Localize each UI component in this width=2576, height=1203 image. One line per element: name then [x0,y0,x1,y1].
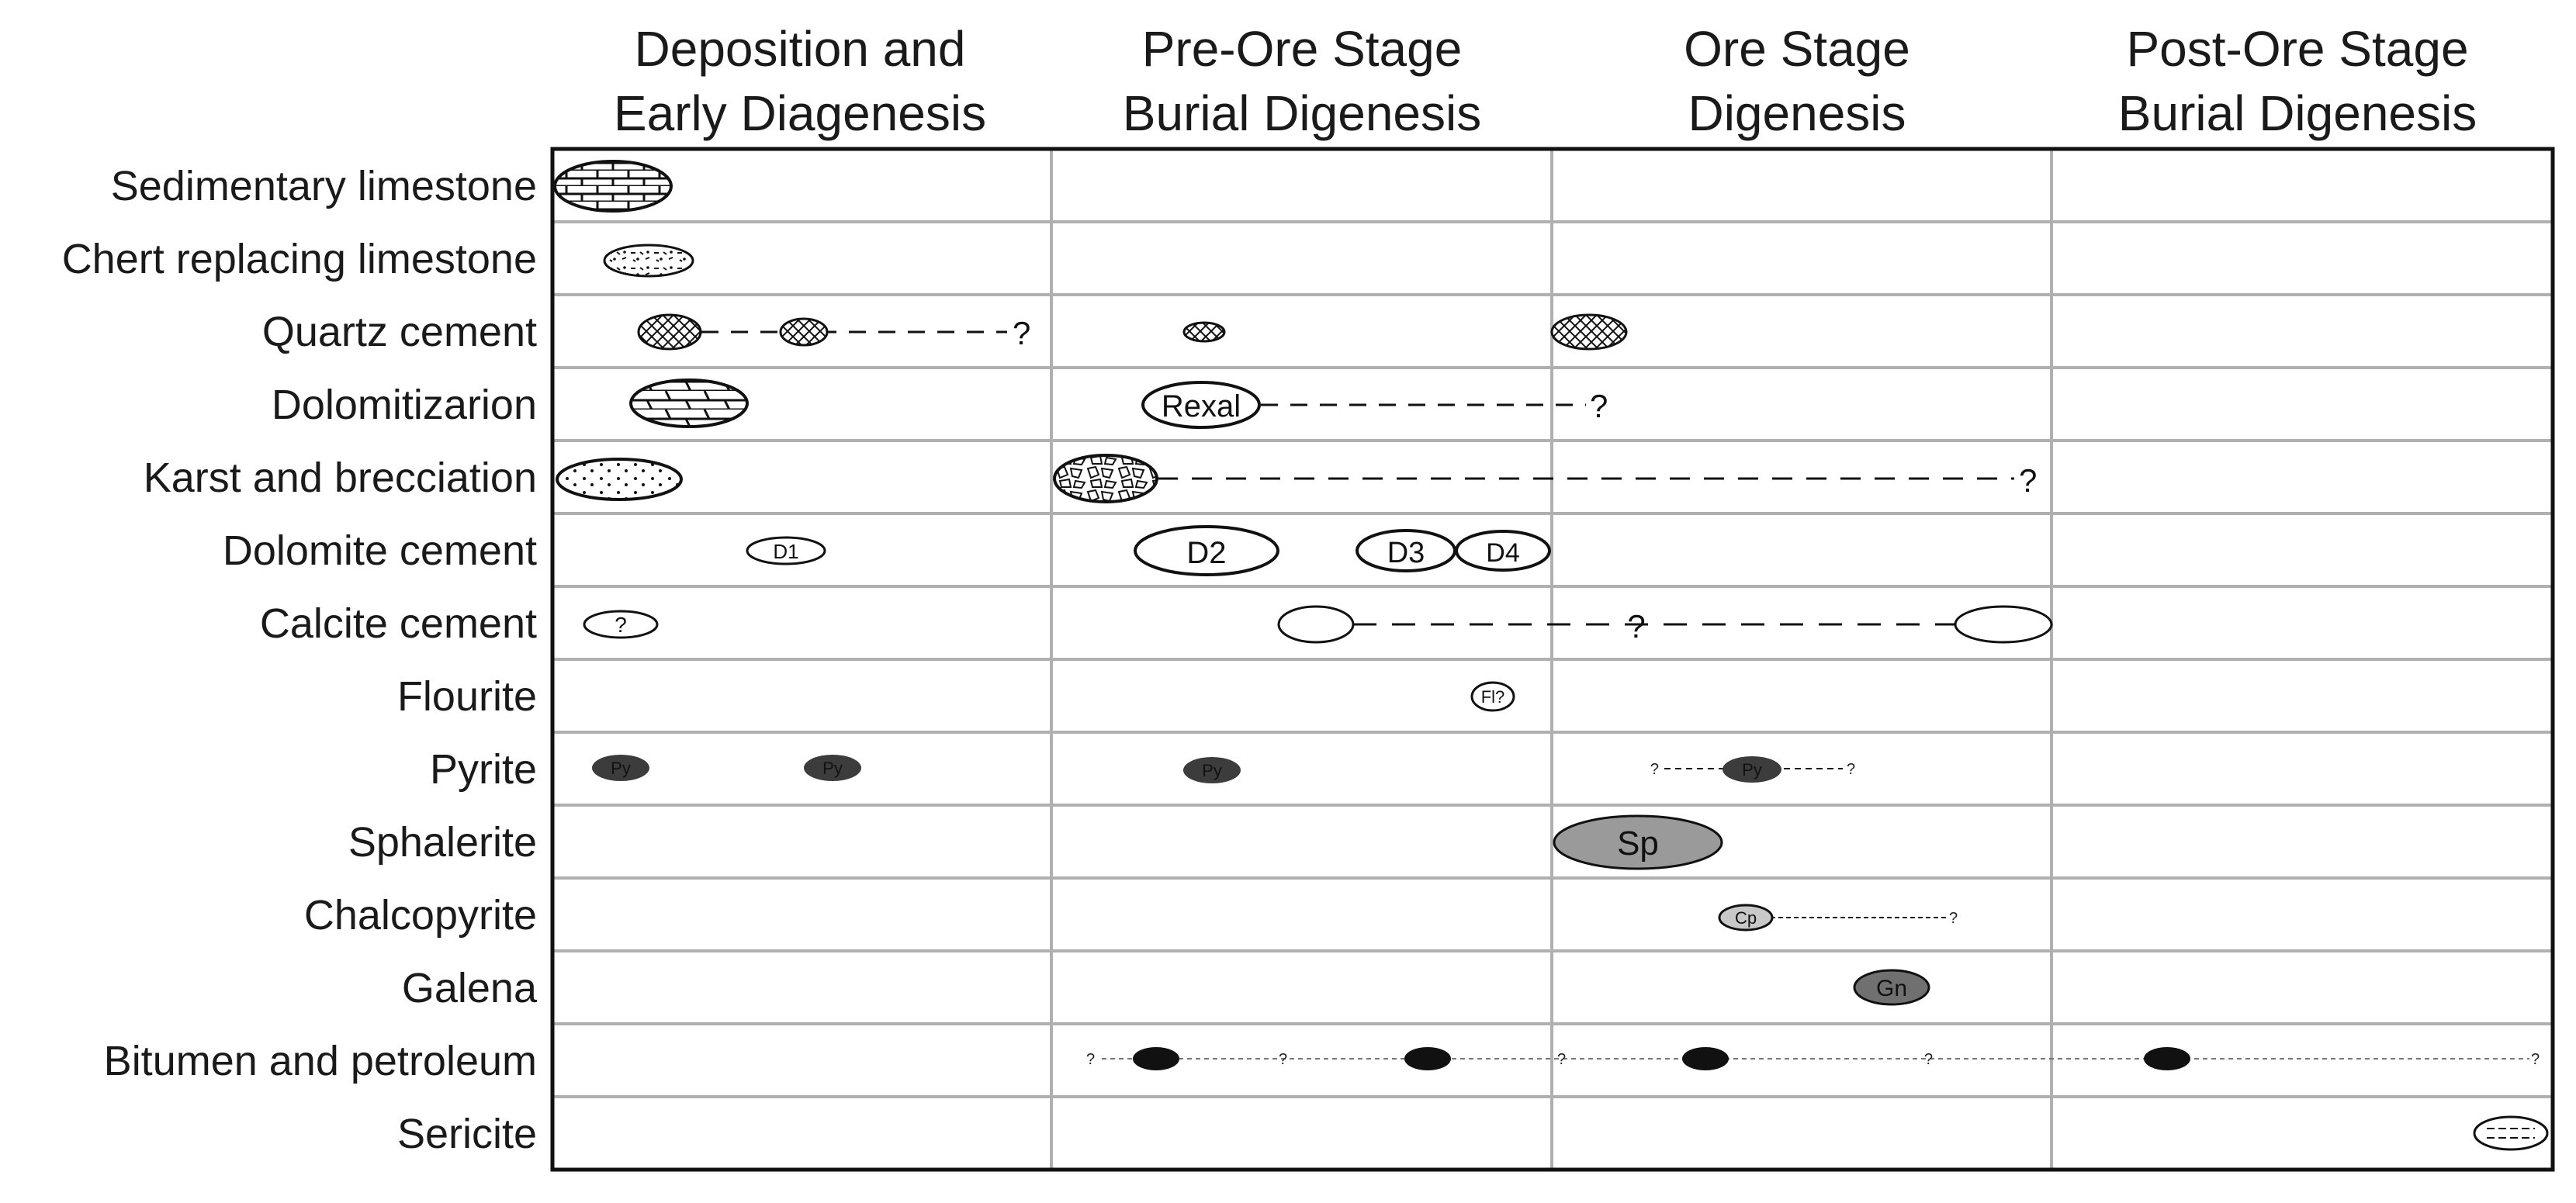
d4-symbol [1455,530,1551,572]
fluorite-label: Fl? [1481,687,1505,707]
quartz-symbol-3 [1182,321,1226,343]
row-pyrite: Py Py Py ? Py ? [592,755,1855,783]
rexal-label: Rexal [1162,389,1241,423]
d4-label: D4 [1486,538,1519,568]
pyrite-symbol-4 [1723,756,1781,783]
row-label-sphalerite: Sphalerite [348,819,537,866]
row-chert [603,244,694,278]
row-galena: Gn [1853,969,1930,1006]
galena-symbol [1853,969,1930,1006]
row-label-calcite-cement: Calcite cement [260,600,537,647]
row-label-chalcopyrite: Chalcopyrite [304,892,537,939]
row-sphalerite: Sp [1553,814,1723,870]
calcite-symbol-late [1954,605,2053,644]
row-label-pyrite: Pyrite [430,746,537,793]
bitumen-symbol-2 [1404,1047,1451,1070]
chalcopyrite-question-mark: ? [1949,910,1958,927]
row-calcite-cement: ? ? [583,605,2053,645]
stage-title-4a: Post-Ore Stage [2126,21,2468,77]
d1-symbol [746,536,826,565]
row-label-quartz-cement: Quartz cement [262,309,537,355]
grid [550,147,2555,1172]
row-flourite: Fl? [1470,681,1515,712]
pyrite-3-label: Py [1202,761,1222,780]
pyrite-symbol-1 [592,755,649,781]
row-bitumen: ? ? ? ? ? [1086,1047,2540,1070]
karst-symbol [556,458,683,501]
galena-label: Gn [1876,976,1907,1001]
row-label-chert: Chert replacing limestone [62,236,537,282]
d1-label: D1 [773,540,798,563]
quartz-symbol-2 [779,317,829,347]
stage-dividers [1050,149,2053,1170]
row-label-galena: Galena [402,965,538,1011]
stage-title-2a: Pre-Ore Stage [1142,21,1463,77]
row-sericite [2473,1115,2549,1151]
row-label-dolomite-cement: Dolomite cement [223,527,537,574]
stage-title-1b: Early Diagenesis [614,85,986,141]
fluorite-symbol [1470,681,1515,712]
rexal-symbol [1141,381,1261,429]
quartz-symbol-1 [637,313,702,351]
quartz-question-mark: ? [1013,315,1030,351]
pyrite-symbol-3 [1183,757,1241,783]
stage-title-3b: Digenesis [1688,85,1906,141]
row-quartz-cement: ? [637,313,1628,351]
chert-symbol [603,244,694,278]
dolomitization-symbol [629,379,749,428]
stage-headers: Deposition and Early Diagenesis Pre-Ore … [614,21,2477,141]
chart-frame [550,147,2555,1172]
calcite-symbol-pre-ore [1277,605,1355,644]
row-label-bitumen: Bitumen and petroleum [104,1038,537,1084]
pyrite-symbol-2 [804,755,861,781]
row-label-dolomitization: Dolomitizarion [272,382,537,428]
stage-title-4b: Burial Digenesis [2118,85,2477,141]
bitumen-question-4: ? [1924,1051,1933,1068]
bitumen-symbol-4 [2144,1047,2190,1070]
stage-title-1a: Deposition and [635,21,966,77]
bitumen-symbol-3 [1682,1047,1729,1070]
pyrite-2-label: Py [822,759,843,778]
pyrite-question-right: ? [1847,761,1855,778]
row-dolomite-cement: D1 D2 D3 D4 [746,525,1551,576]
rexal-question-mark: ? [1590,388,1608,424]
d2-symbol [1134,525,1279,576]
row-labels: Sedimentary limestone Chert replacing li… [62,163,538,1157]
sphalerite-label: Sp [1617,824,1659,862]
row-karst: ? [556,454,2037,503]
calcite-symbol-early [583,610,659,639]
pyrite-4-label: Py [1742,760,1762,780]
bitumen-question-5: ? [2531,1051,2540,1068]
row-dolomitization: Rexal ? [629,379,1608,429]
limestone-symbol [553,160,673,213]
sphalerite-symbol [1553,814,1723,870]
stage-title-2b: Burial Digenesis [1123,85,1481,141]
bitumen-question-3: ? [1557,1051,1566,1068]
quartz-symbol-4 [1550,313,1628,351]
pyrite-question-left: ? [1650,761,1659,778]
row-label-sericite: Sericite [397,1111,537,1157]
chalcopyrite-label: Cp [1735,908,1757,928]
row-label-karst: Karst and brecciation [144,455,537,501]
row-sedimentary-limestone [553,160,673,213]
row-label-flourite: Flourite [397,673,537,720]
chalcopyrite-symbol [1718,904,1774,932]
d3-label: D3 [1387,537,1425,569]
calcite-early-label: ? [615,613,627,637]
sericite-symbol [2473,1115,2549,1151]
bitumen-question-2: ? [1279,1051,1287,1068]
bitumen-question-1: ? [1086,1051,1095,1068]
row-chalcopyrite: Cp ? [1718,904,1958,932]
pyrite-1-label: Py [611,759,631,778]
stage-title-3a: Ore Stage [1684,21,1910,77]
breccia-symbol [1053,454,1158,503]
row-label-sedimentary-limestone: Sedimentary limestone [111,163,537,209]
d2-label: D2 [1186,536,1226,570]
calcite-question-mark: ? [1627,608,1645,645]
breccia-question-mark: ? [2019,462,2037,499]
bitumen-symbol-1 [1133,1047,1179,1070]
